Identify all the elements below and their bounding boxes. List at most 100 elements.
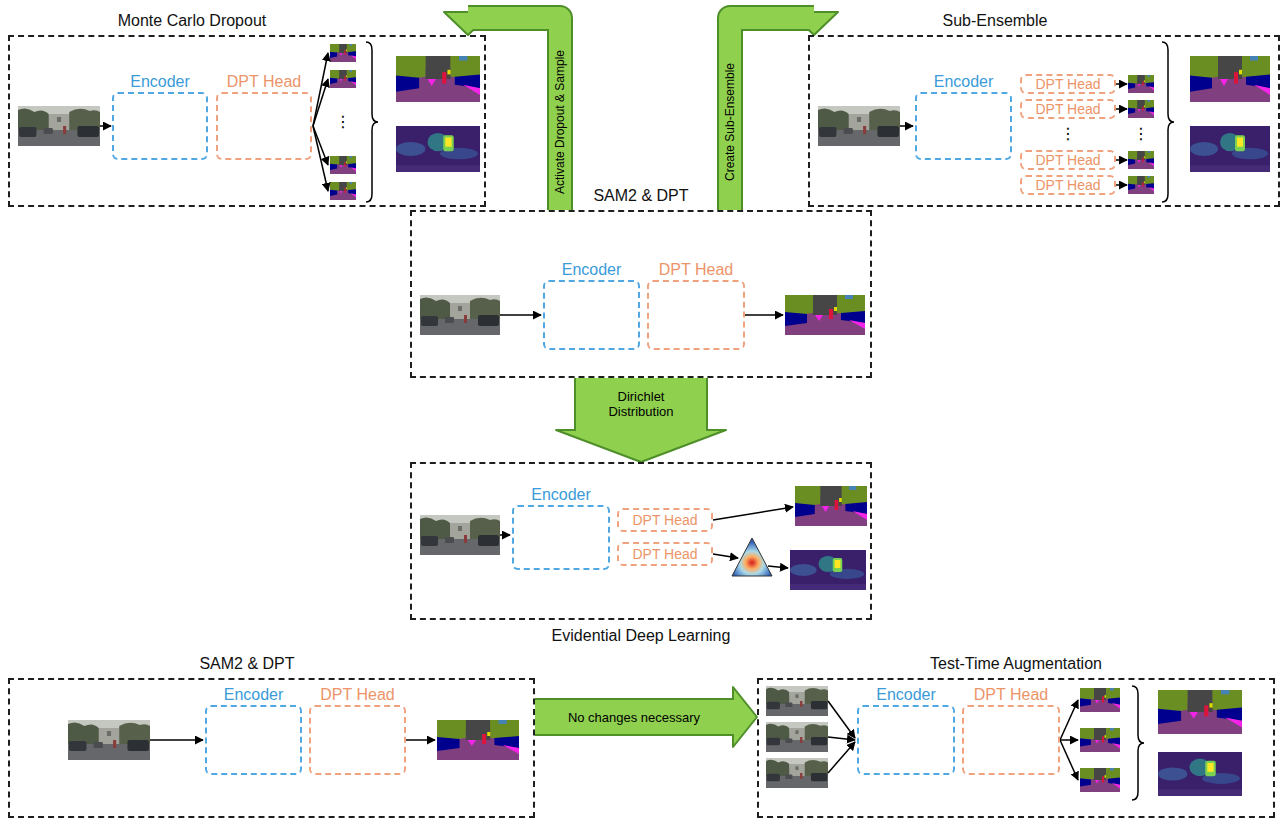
art-part xyxy=(406,739,435,741)
segmentation-map xyxy=(437,720,519,760)
encoder-box: Encoder xyxy=(857,705,955,775)
block-label: DPT Head xyxy=(320,685,394,705)
method-panel: Evidential Deep LearningEncoderDPT HeadD… xyxy=(410,462,872,620)
arrow-shaft xyxy=(535,700,735,734)
art-part xyxy=(1116,159,1127,161)
art-part xyxy=(1116,184,1127,186)
sample-map xyxy=(1128,151,1154,169)
street-photo xyxy=(766,722,828,752)
arrow-label: Create Sub-Ensemble xyxy=(723,63,737,181)
art-part xyxy=(313,79,328,126)
arrow-head xyxy=(556,430,726,462)
arrow-shaft xyxy=(576,378,706,432)
head-box: DPT Head xyxy=(1020,150,1116,170)
block-label: DPT Head xyxy=(1035,177,1100,193)
block-arrow xyxy=(535,687,757,747)
arrow-label: Dirichlet Distribution xyxy=(591,389,691,419)
curly-brace xyxy=(1162,42,1174,202)
curly-brace xyxy=(1132,686,1144,800)
art-part xyxy=(1060,700,1078,740)
sample-map xyxy=(1128,100,1154,118)
art-part xyxy=(1116,83,1127,85)
uncertainty-map xyxy=(1190,126,1270,172)
art-part xyxy=(313,126,328,191)
head-box: DPT Head xyxy=(216,92,312,160)
head-box: DPT Head xyxy=(309,705,406,775)
method-panel: Sub-EnsembleEncoderDPT HeadDPT HeadDPT H… xyxy=(808,35,1280,207)
uncertainty-map xyxy=(1158,752,1242,796)
block-label: DPT Head xyxy=(1035,101,1100,117)
head-box: DPT Head xyxy=(1020,74,1116,94)
arrow-label: No changes necessary xyxy=(568,710,700,725)
block-label: Encoder xyxy=(130,72,190,92)
art-part xyxy=(828,701,855,738)
encoder-box: Encoder xyxy=(205,705,302,775)
art-part xyxy=(1060,740,1078,780)
street-photo xyxy=(766,758,828,788)
arrow-outline xyxy=(730,18,814,210)
panel-heading: SAM2 & DPT xyxy=(199,654,294,674)
segmentation-map xyxy=(795,486,867,526)
curly-brace xyxy=(366,42,378,202)
panel-heading: Monte Carlo Dropout xyxy=(118,11,267,31)
art-part xyxy=(100,125,111,127)
encoder-box: Encoder xyxy=(112,92,208,160)
encoder-box: Encoder xyxy=(915,92,1012,160)
sample-map xyxy=(1128,176,1154,194)
head-box: DPT Head xyxy=(647,280,745,350)
street-photo xyxy=(68,720,150,760)
segmentation-map xyxy=(396,56,480,102)
block-label: DPT Head xyxy=(227,72,301,92)
segmentation-map xyxy=(1190,56,1270,102)
encoder-box: Encoder xyxy=(543,280,640,350)
arrow-outline xyxy=(468,18,560,210)
arrow-outline xyxy=(574,378,708,432)
sample-map xyxy=(330,182,356,200)
art-part xyxy=(1060,739,1078,741)
head-box: DPT Head xyxy=(1020,99,1116,119)
head-box: DPT Head xyxy=(617,508,713,532)
art-part xyxy=(713,554,738,558)
block-label: Encoder xyxy=(531,485,591,505)
sample-map xyxy=(1128,75,1154,93)
block-label: DPT Head xyxy=(632,512,697,528)
ellipsis-mark: ⋮ xyxy=(1133,126,1149,142)
head-box: DPT Head xyxy=(962,705,1060,775)
block-label: DPT Head xyxy=(632,546,697,562)
panel-heading: Evidential Deep Learning xyxy=(552,626,731,646)
block-label: DPT Head xyxy=(1035,76,1100,92)
method-panel: SAM2 & DPTEncoderDPT Head xyxy=(410,210,872,378)
block-arrow xyxy=(730,12,838,210)
arrow-shaft xyxy=(730,18,814,210)
ellipsis-mark: ⋮ xyxy=(1060,126,1076,142)
art-part xyxy=(745,314,783,316)
street-photo xyxy=(18,106,100,146)
block-label: Encoder xyxy=(562,260,622,280)
block-label: DPT Head xyxy=(1035,152,1100,168)
block-label: Encoder xyxy=(876,685,936,705)
ellipsis-mark: ⋮ xyxy=(335,114,351,130)
sample-map xyxy=(1080,688,1120,712)
block-label: DPT Head xyxy=(659,260,733,280)
method-panel: Test-Time AugmentationEncoderDPT Head xyxy=(757,678,1275,818)
street-photo xyxy=(818,106,900,146)
block-arrow xyxy=(444,12,560,210)
block-label: Encoder xyxy=(934,72,994,92)
segmentation-map xyxy=(785,295,865,335)
method-panel: Monte Carlo DropoutEncoderDPT Head xyxy=(8,35,486,207)
flow-arrows xyxy=(100,53,1127,780)
sample-map xyxy=(1080,728,1120,752)
street-photo xyxy=(420,295,500,335)
head-box: DPT Head xyxy=(1020,175,1116,195)
art-part xyxy=(828,742,855,773)
arrow-head xyxy=(733,687,757,747)
arrow-outline xyxy=(535,698,735,736)
dirichlet-simplex xyxy=(732,538,772,576)
uncertainty-map xyxy=(396,126,480,172)
street-photo xyxy=(420,515,500,555)
encoder-box: Encoder xyxy=(512,505,610,570)
sample-map xyxy=(330,156,356,174)
arrow-shaft xyxy=(468,18,560,210)
art-part xyxy=(768,566,788,568)
